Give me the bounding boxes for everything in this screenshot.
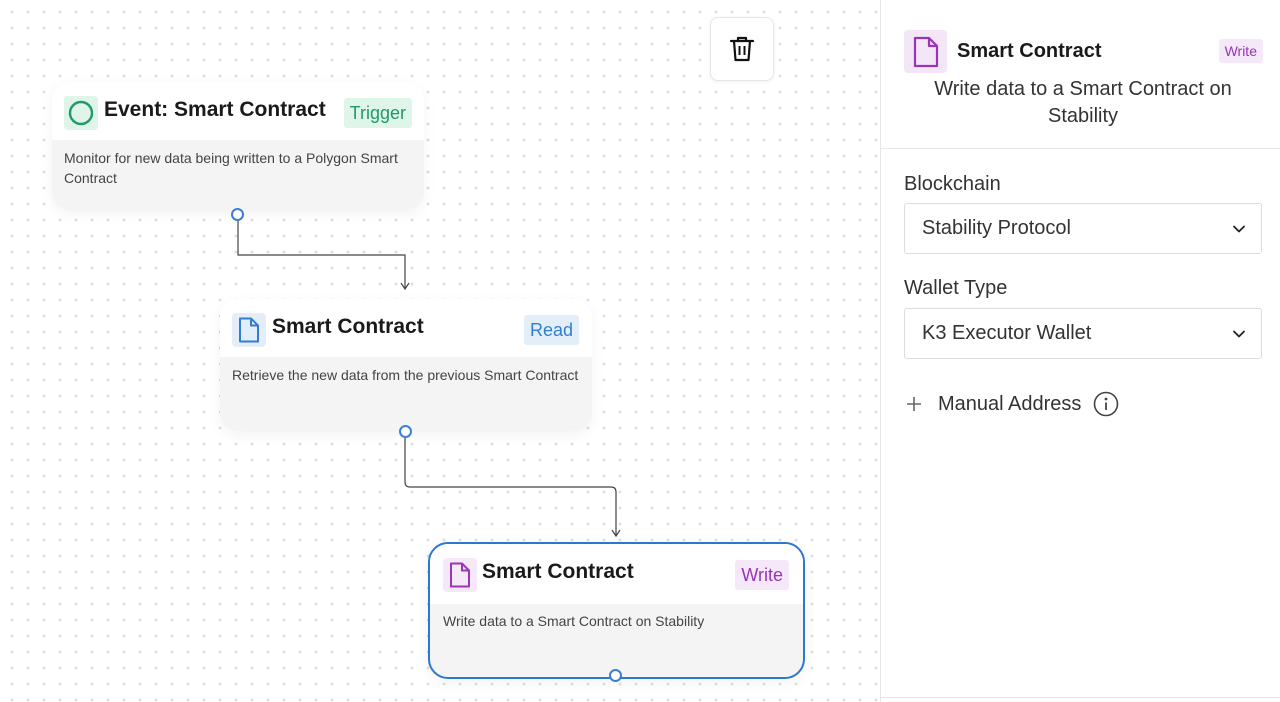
delete-node-button[interactable]	[710, 17, 774, 81]
node-event-trigger[interactable]: Event: Smart Contract Trigger Monitor fo…	[52, 82, 424, 210]
workflow-canvas[interactable]: Event: Smart Contract Trigger Monitor fo…	[0, 0, 880, 702]
read-badge: Read	[523, 315, 579, 345]
output-port[interactable]	[399, 425, 412, 438]
chevron-down-icon	[1233, 330, 1245, 338]
trash-icon	[729, 36, 755, 62]
manual-address-toggle[interactable]: Manual Address	[904, 390, 1119, 418]
panel-description: Write data to a Smart Contract on Stabil…	[934, 78, 1232, 127]
output-port[interactable]	[609, 669, 622, 682]
circle-icon	[64, 96, 98, 130]
node-smart-contract-read[interactable]: Smart Contract Read Retrieve the new dat…	[220, 299, 592, 431]
document-icon	[904, 30, 947, 73]
node-header: Smart Contract Read	[220, 299, 592, 357]
blockchain-label: Blockchain	[904, 173, 1001, 195]
chevron-down-icon	[1233, 225, 1245, 233]
wallet-type-select[interactable]: K3 Executor Wallet	[904, 308, 1262, 359]
properties-panel: Smart Contract Write Write data to a Sma…	[880, 0, 1280, 702]
blockchain-select[interactable]: Stability Protocol	[904, 203, 1262, 254]
panel-divider	[881, 697, 1280, 698]
node-description: Monitor for new data being written to a …	[64, 150, 398, 186]
trigger-badge: Trigger	[343, 98, 412, 128]
document-icon	[232, 313, 266, 347]
write-badge: Write	[1218, 39, 1263, 63]
wallet-type-label: Wallet Type	[904, 277, 1008, 299]
info-icon[interactable]	[1093, 391, 1119, 417]
output-port[interactable]	[231, 208, 244, 221]
node-title: Smart Contract	[272, 315, 424, 338]
edges-layer	[237, 221, 621, 538]
write-badge: Write	[735, 560, 789, 590]
node-smart-contract-write[interactable]: Smart Contract Write Write data to a Sma…	[428, 542, 805, 679]
node-description: Write data to a Smart Contract on Stabil…	[443, 613, 705, 629]
node-header: Smart Contract Write	[430, 544, 803, 604]
panel-header: Smart Contract Write Write data to a Sma…	[881, 0, 1280, 149]
node-title: Smart Contract	[482, 560, 634, 583]
node-header: Event: Smart Contract Trigger	[52, 82, 424, 140]
edge-trigger-to-read	[237, 221, 410, 291]
plus-icon	[907, 397, 921, 411]
blockchain-value: Stability Protocol	[922, 217, 1071, 239]
edge-read-to-write	[404, 438, 621, 538]
document-icon	[443, 558, 477, 592]
manual-address-label: Manual Address	[938, 392, 1082, 415]
node-title: Event: Smart Contract	[104, 98, 326, 121]
node-description: Retrieve the new data from the previous …	[232, 367, 579, 383]
wallet-type-value: K3 Executor Wallet	[922, 322, 1092, 344]
panel-title: Smart Contract	[957, 40, 1102, 62]
